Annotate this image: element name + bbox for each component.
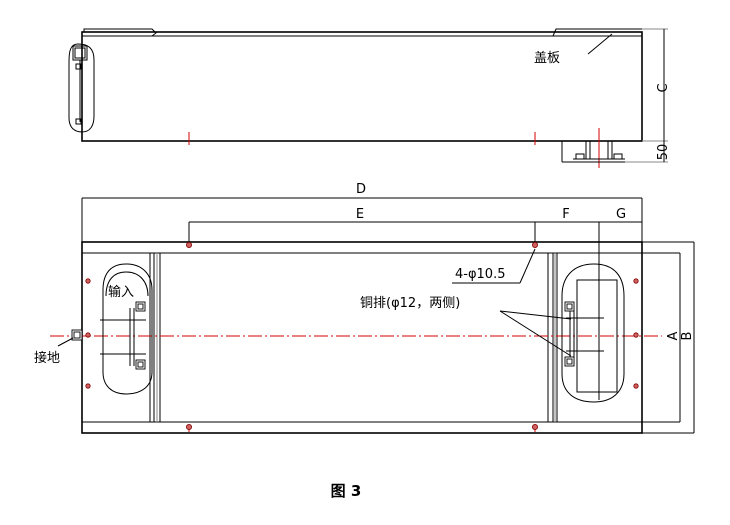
side-left-terminal	[68, 43, 95, 133]
figure-caption: 图 3	[331, 482, 362, 500]
mounting-hole-3	[185, 423, 192, 430]
ground-terminal	[57, 329, 83, 347]
copper-bar-label: 铜排(φ12，两侧)	[360, 296, 460, 311]
dim-50-label: 50	[656, 144, 671, 161]
dim-a-label: A	[666, 331, 681, 340]
side-view: C 50 盖板	[68, 28, 671, 168]
input-terminal-left	[100, 263, 153, 395]
plan-housing-outer	[81, 241, 643, 434]
holes-label: 4-φ10.5	[455, 267, 505, 282]
side-view-housing	[81, 31, 643, 142]
dim-e-label: E	[356, 207, 364, 222]
mounting-hole-2	[532, 241, 539, 248]
plan-view: D E F G A B	[34, 182, 695, 434]
mounting-hole-4	[532, 423, 539, 430]
plan-housing-inner	[81, 252, 643, 423]
ground-label: 接地	[34, 350, 60, 366]
mounting-hole-1	[185, 241, 192, 248]
dim-d-label: D	[356, 182, 366, 197]
dim-b-label: B	[680, 332, 695, 341]
cover-plate-label: 盖板	[534, 51, 560, 66]
dim-g-label: G	[616, 207, 626, 222]
cover-plate-left-hook	[83, 28, 157, 37]
dim-c-label: C	[656, 83, 671, 92]
output-terminal-right	[561, 263, 625, 403]
mounting-foot	[561, 141, 625, 163]
cover-plate-right-hook	[552, 28, 642, 37]
cover-plate-leader	[587, 33, 613, 55]
dim-f-label: F	[562, 207, 569, 222]
input-label: 输入	[108, 284, 134, 300]
